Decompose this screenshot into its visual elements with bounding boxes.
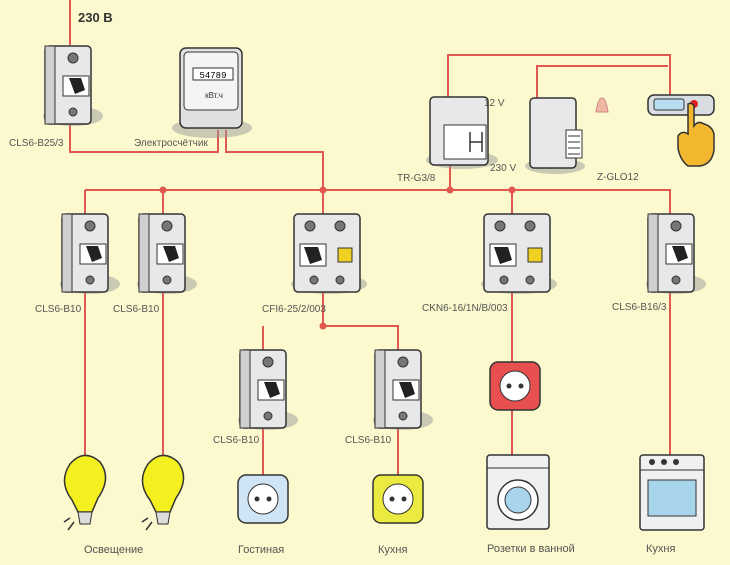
light-bulb-icon xyxy=(141,454,185,531)
breaker-label: CLS6-B10 xyxy=(213,435,260,446)
bell-label: Z-GLO12 xyxy=(597,172,639,183)
breaker-label: CFI6-25/2/003 xyxy=(262,304,326,315)
meter-unit: кВт.ч xyxy=(205,91,223,100)
transformer-in-voltage: 230 V xyxy=(490,163,517,174)
breaker-label: CLS6-B10 xyxy=(113,304,160,315)
load-label-kitchen-stove: Кухня xyxy=(646,543,676,555)
breaker-label: CLS6-B10 xyxy=(35,304,82,315)
circuit-breaker-icon xyxy=(372,349,434,431)
wires xyxy=(69,0,671,475)
socket-icon xyxy=(372,474,424,524)
load-label-kitchen: Кухня xyxy=(378,544,408,556)
transformer-out-voltage: 12 V xyxy=(484,98,505,109)
meter-display: 54789 xyxy=(199,71,226,81)
circuit-breaker-icon xyxy=(59,213,121,295)
breaker-label: CKN6-16/1N/B/003 xyxy=(422,303,508,314)
load-label-bathroom: Розетки в ванной xyxy=(487,543,575,555)
circuit-breaker-icon xyxy=(42,45,104,127)
socket-icon xyxy=(489,361,541,411)
circuit-breaker-icon xyxy=(645,213,707,295)
transformer-icon xyxy=(426,96,498,169)
circuit-breaker-icon xyxy=(237,349,299,431)
rcd-breaker-icon xyxy=(290,213,368,295)
junction-dots xyxy=(159,186,516,330)
meter-label: Электросчётчик xyxy=(134,138,208,149)
circuit-breaker-icon xyxy=(136,213,198,295)
electric-meter-icon: 54789 кВт.ч xyxy=(172,47,252,138)
washing-machine-icon xyxy=(486,454,550,530)
supply-voltage-label: 230 В xyxy=(78,10,113,25)
breaker-label: CLS6-B10 xyxy=(345,435,392,446)
hand-pointer-icon xyxy=(677,102,715,167)
socket-icon xyxy=(237,474,289,524)
rcd-breaker-icon xyxy=(480,213,558,295)
breaker-label: CLS6-B16/3 xyxy=(612,302,667,313)
doorbell-button-icon[interactable] xyxy=(647,94,715,116)
bell-relay-icon xyxy=(525,97,585,174)
main-breaker-label: CLS6-B25/3 xyxy=(9,138,64,149)
load-label-living-room: Гостиная xyxy=(238,544,285,556)
load-label-lighting: Освещение xyxy=(84,544,144,556)
stove-icon xyxy=(639,454,705,531)
bell-icon xyxy=(595,97,609,113)
transformer-label: TR-G3/8 xyxy=(397,173,436,184)
light-bulb-icon xyxy=(63,454,107,531)
